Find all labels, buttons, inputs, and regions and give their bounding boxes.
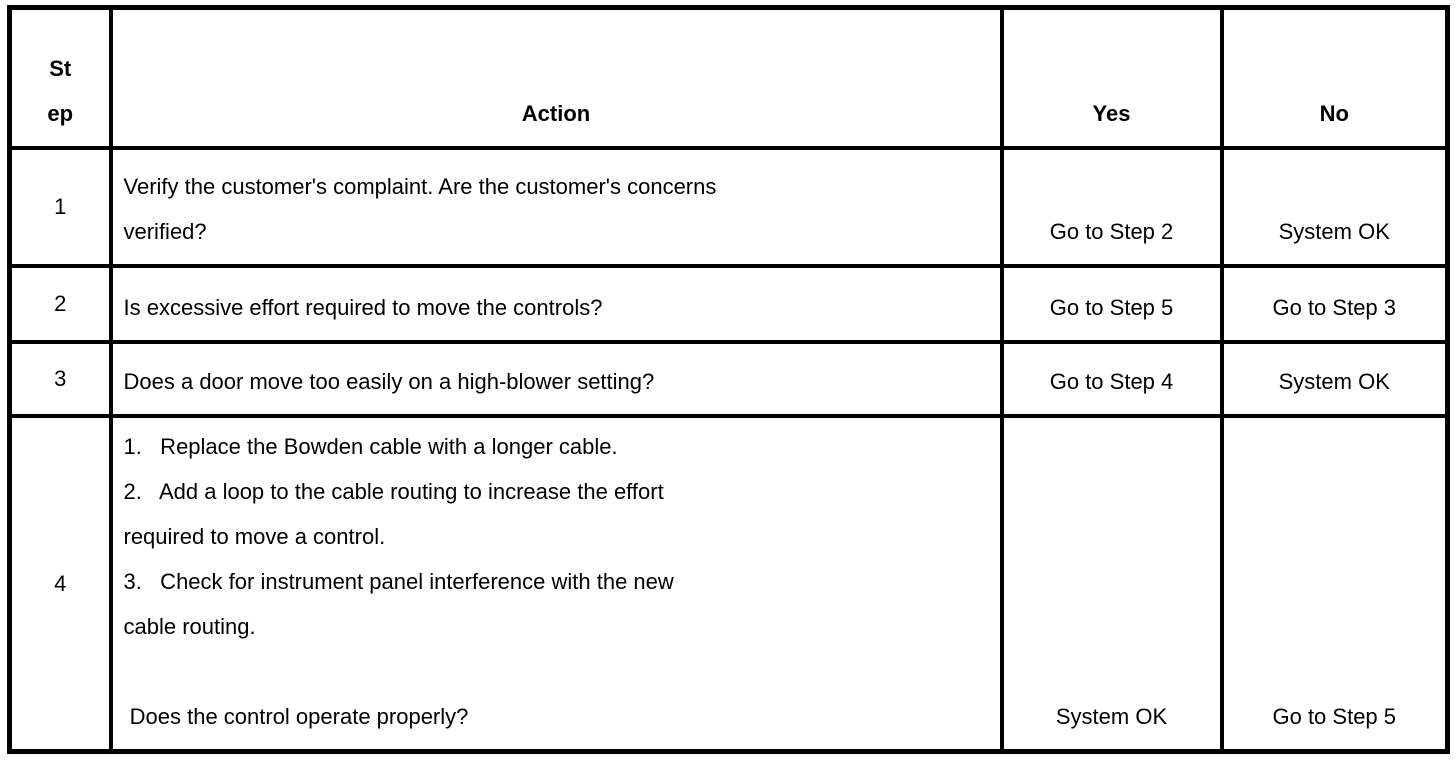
no-result: Go to Step 5: [1219, 413, 1450, 753]
table-row-step-4: 4 1. Replace the Bowden cable with a lon…: [7, 413, 1450, 753]
yes-result: System OK: [999, 413, 1224, 753]
step-number: 2: [7, 263, 113, 344]
no-result: System OK: [1219, 145, 1450, 268]
header-yes: Yes: [999, 5, 1224, 150]
step-number: 4: [7, 413, 113, 753]
action-line: 2. Add a loop to the cable routing to in…: [123, 478, 664, 504]
action-cell: Is excessive effort required to move the…: [108, 263, 1004, 344]
action-line: required to move a control.: [123, 523, 386, 549]
action-line: Does a door move too easily on a high-bl…: [123, 368, 655, 394]
action-line: verified?: [123, 218, 207, 244]
yes-result: Go to Step 5: [999, 263, 1224, 344]
yes-result: Go to Step 4: [999, 339, 1224, 418]
action-line: cable routing.: [123, 613, 256, 639]
table-row-step-3: 3 Does a door move too easily on a high-…: [7, 339, 1450, 418]
action-line: 1. Replace the Bowden cable with a longe…: [123, 433, 618, 459]
header-action: Action: [108, 5, 1004, 150]
action-cell: 1. Replace the Bowden cable with a longe…: [108, 413, 1004, 753]
action-line: 3. Check for instrument panel interferen…: [123, 568, 674, 594]
step-number: 1: [7, 145, 113, 268]
diagnostic-table: St ep Action Yes No 1 Verify the custome…: [7, 5, 1450, 754]
action-line: [124, 649, 988, 694]
action-cell: Verify the customer's complaint. Are the…: [108, 145, 1004, 268]
action-line: Verify the customer's complaint. Are the…: [123, 173, 717, 199]
header-no: No: [1219, 5, 1450, 150]
action-cell: Does a door move too easily on a high-bl…: [108, 339, 1004, 418]
yes-result: Go to Step 2: [999, 145, 1224, 268]
no-result: Go to Step 3: [1219, 263, 1450, 344]
table-row-step-2: 2 Is excessive effort required to move t…: [7, 263, 1450, 344]
no-result: System OK: [1219, 339, 1450, 418]
action-line: Is excessive effort required to move the…: [123, 294, 603, 320]
header-step: St ep: [7, 5, 113, 150]
step-number: 3: [7, 339, 113, 418]
header-row: St ep Action Yes No: [7, 5, 1450, 150]
table-row-step-1: 1 Verify the customer's complaint. Are t…: [7, 145, 1450, 268]
action-line: Does the control operate properly?: [123, 703, 469, 729]
